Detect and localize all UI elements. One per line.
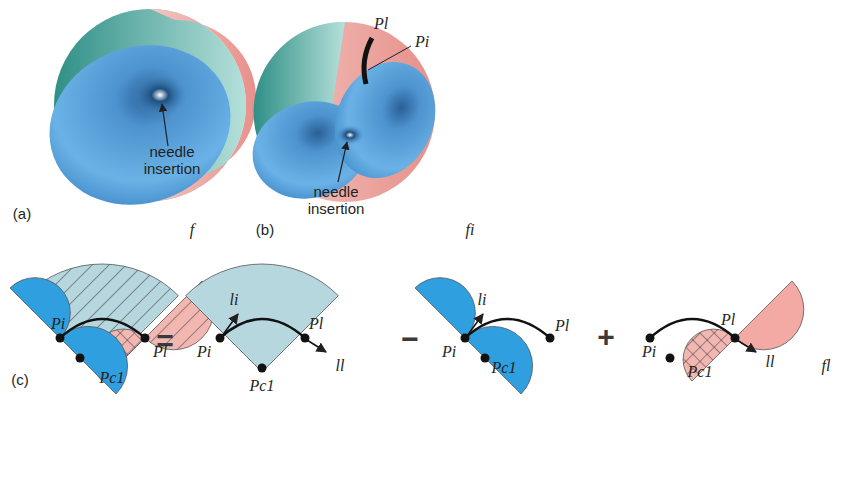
- point-dot: [141, 334, 150, 343]
- direction-vector: [307, 340, 326, 352]
- region-fi: [10, 278, 70, 338]
- set-label: f: [190, 221, 194, 239]
- point-label: Pl: [555, 317, 569, 335]
- region-fi: [60, 326, 128, 394]
- point-dot: [666, 354, 675, 363]
- point-dot: [56, 334, 65, 343]
- sphere-a: [27, 9, 256, 230]
- point-label: Pl: [153, 343, 167, 361]
- direction-vector: [222, 314, 238, 336]
- point-label: Pc1: [100, 369, 125, 387]
- point-label: Pl: [721, 311, 735, 329]
- point-label: Pi: [197, 343, 211, 361]
- direction-vector: [467, 314, 483, 336]
- set-label: fl: [822, 357, 831, 375]
- panel-label: (a): [13, 206, 31, 223]
- point-dot: [76, 354, 85, 363]
- vector-label: li: [478, 291, 487, 309]
- region-fi: [415, 278, 475, 338]
- point-dot: [258, 364, 267, 373]
- panel-label: (c): [11, 372, 29, 389]
- callout-label: needle insertion: [132, 144, 212, 177]
- vector-label: ll: [336, 357, 345, 375]
- point-label: Pi: [415, 33, 429, 51]
- panel-label: (b): [256, 222, 274, 239]
- region-f: [186, 264, 339, 372]
- point-dot: [646, 334, 655, 343]
- point-dot: [481, 354, 490, 363]
- region-fi: [465, 326, 533, 394]
- point-label: Pi: [642, 343, 656, 361]
- direction-vector: [737, 340, 756, 352]
- point-dot: [546, 334, 555, 343]
- point-label: Pc1: [688, 363, 713, 381]
- operator: +: [597, 320, 615, 353]
- point-label: Pi: [442, 343, 456, 361]
- vector-label: Pl: [309, 315, 323, 333]
- region-crosshatch: [683, 329, 735, 381]
- operator: −: [401, 322, 419, 355]
- callout-label: needle insertion: [296, 184, 376, 217]
- region-fl: [735, 281, 804, 350]
- vector-label: ll: [766, 353, 775, 371]
- vector-label: li: [230, 291, 239, 309]
- set-label: fi: [466, 221, 475, 239]
- point-label: Pc1: [250, 377, 275, 395]
- point-label: Pc1: [492, 359, 517, 377]
- needle-curve: [60, 319, 145, 338]
- point-label: Pi: [51, 315, 65, 333]
- point-label: Pl: [374, 15, 388, 33]
